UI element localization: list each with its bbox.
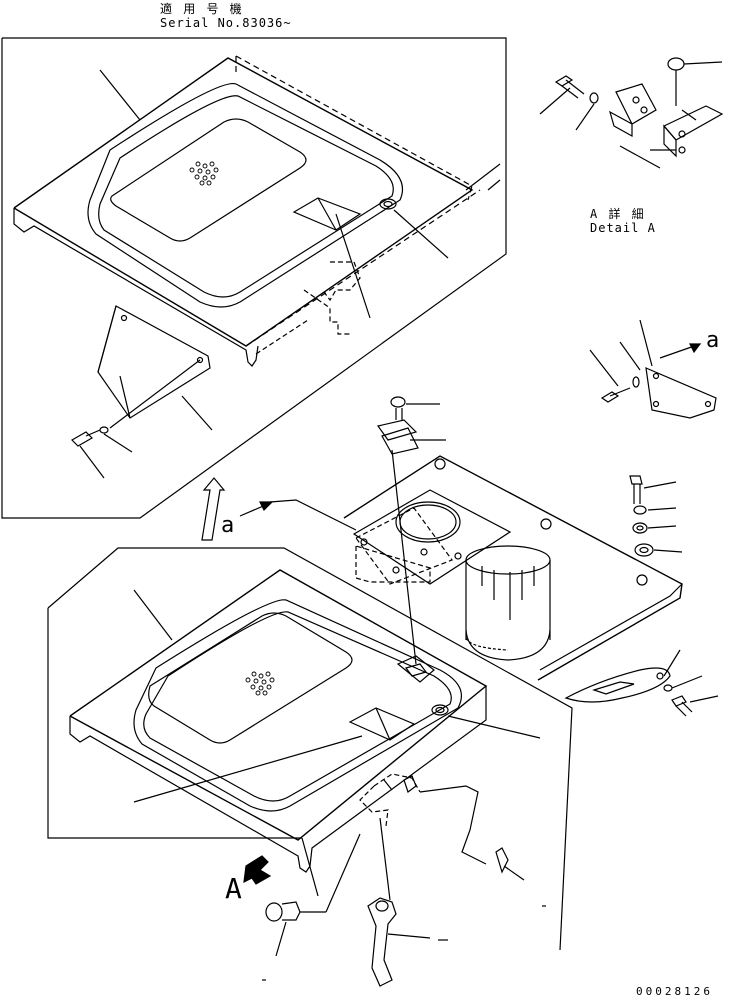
lower-floor-cover [70,570,540,900]
pin-right [496,848,524,880]
view-arrow-up [202,478,224,540]
lower-frame [48,548,572,950]
inset-frame [2,38,506,518]
view-label-a-right: a [706,328,720,353]
view-arrow-a [240,500,356,530]
bolt-stack-right [630,476,682,556]
view-arrow-A [244,856,270,884]
serial-number-label: Serial No.83036~ [160,16,292,30]
drawing-number: 00028126 [636,985,713,998]
cylinder-boot [466,546,550,660]
grill-dots-lower [246,672,274,695]
top-bolt-and-plate [378,397,446,682]
floor-plate [344,456,682,680]
detail-a-label-jp: A 詳 細 [590,207,646,221]
upper-floor-cover [14,56,500,366]
slot-cover-plate [566,650,718,716]
upper-side-plate [72,306,212,478]
detail-a-label-en: Detail A [590,221,656,235]
lever-handle [368,776,448,986]
view-label-A: A [225,872,242,905]
grill-dots [190,162,218,185]
view-label-a-mid: a [221,513,235,538]
detail-a-parts [540,58,722,168]
knob-bottom-left [266,834,360,956]
applicable-serial-label-jp: 適 用 号 機 [160,2,244,16]
detail-small-a-bracket [590,320,716,418]
